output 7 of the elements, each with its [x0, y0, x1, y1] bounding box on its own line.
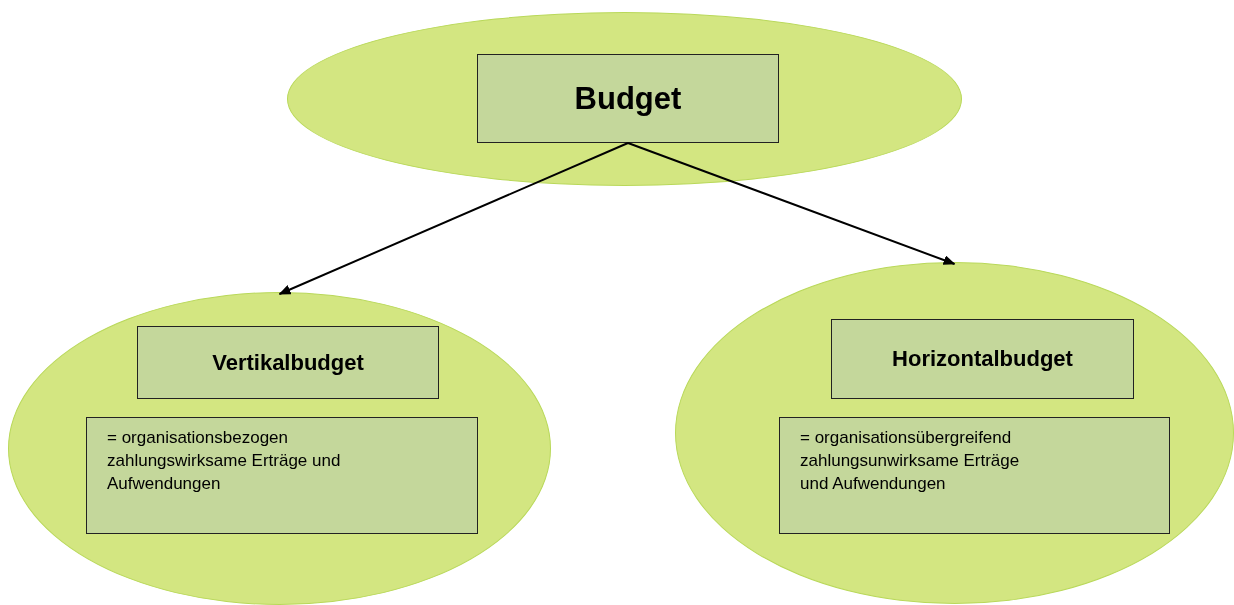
arrow — [278, 142, 629, 295]
description-box: = organisationsübergreifend zahlungsunwirksame Erträge und Aufwendungen — [779, 417, 1170, 534]
title-box: Vertikalbudget — [137, 326, 439, 399]
title-box: Budget — [477, 54, 779, 143]
description-box: = organisationsbezogen zahlungswirksame Erträge und Aufwendungen — [86, 417, 478, 534]
title-box: Horizontalbudget — [831, 319, 1134, 399]
arrow — [627, 142, 956, 265]
